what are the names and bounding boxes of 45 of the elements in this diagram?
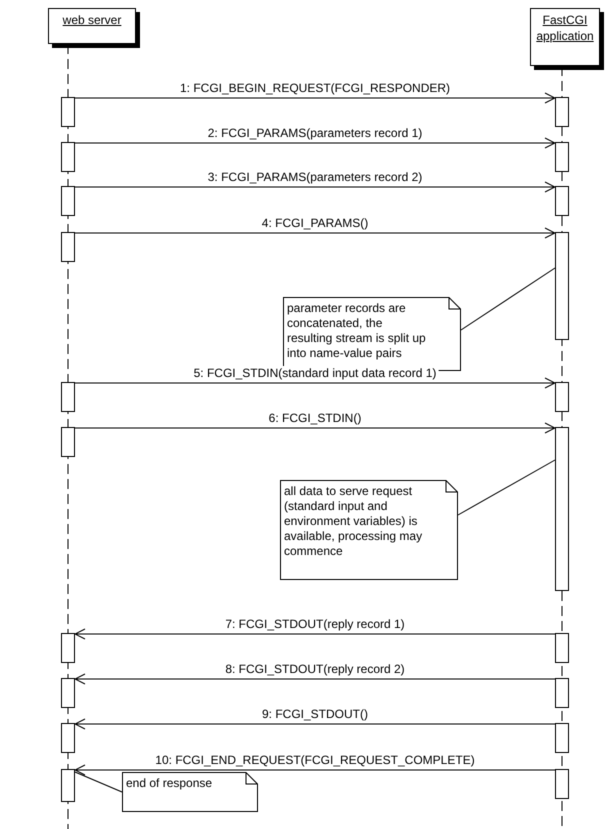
activation-bar: [61, 723, 75, 753]
activation-bar: [555, 427, 569, 591]
message-label: 9: FCGI_STDOUT(): [260, 707, 370, 721]
activation-bar: [61, 142, 75, 172]
activation-bar: [61, 232, 75, 262]
leader-line: [74, 772, 122, 792]
message-arrow: [74, 628, 556, 640]
message-arrow: [74, 718, 556, 730]
activation-bar: [61, 427, 75, 457]
activation-bar: [61, 186, 75, 216]
note: end of response: [122, 772, 258, 812]
activation-bar: [555, 633, 569, 663]
message-arrow: [74, 422, 556, 434]
activation-bar: [61, 678, 75, 708]
activation-bar: [555, 186, 569, 216]
activation-bar: [61, 769, 75, 802]
activation-bar: [61, 97, 75, 127]
message-label: 8: FCGI_STDOUT(reply record 2): [223, 662, 407, 676]
activation-bar: [61, 382, 75, 412]
message-label: 4: FCGI_PARAMS(): [260, 216, 370, 230]
note: all data to serve request (standard input and environment variables) is available, processing may commence: [280, 480, 458, 580]
message-label: 6: FCGI_STDIN(): [266, 411, 364, 425]
activation-bar: [555, 97, 569, 127]
message-label: 2: FCGI_PARAMS(parameters record 1): [206, 126, 424, 140]
leader-line: [458, 460, 556, 516]
message-label: 3: FCGI_PARAMS(parameters record 2): [206, 170, 424, 184]
message-arrow: [74, 378, 556, 388]
activation-bar: [555, 678, 569, 708]
message-arrow: [74, 764, 556, 776]
message-label: 7: FCGI_STDOUT(reply record 1): [223, 617, 407, 631]
activation-bar: [555, 382, 569, 412]
message-label: 1: FCGI_BEGIN_REQUEST(FCGI_RESPONDER): [178, 81, 452, 95]
activation-bar: [555, 142, 569, 172]
message-arrow: [74, 92, 556, 104]
message-arrow: [74, 182, 556, 192]
activation-bar: [555, 232, 569, 340]
message-label: 10: FCGI_END_REQUEST(FCGI_REQUEST_COMPLETE): [153, 753, 477, 767]
activation-bar: [555, 723, 569, 753]
activation-bar: [61, 633, 75, 663]
message-arrow: [74, 228, 556, 238]
message-label: 5: FCGI_STDIN(standard input data record 1): [192, 366, 438, 380]
activation-bar: [555, 769, 569, 799]
message-arrow: [74, 674, 556, 684]
leader-line: [460, 268, 556, 330]
message-arrow: [74, 138, 556, 148]
